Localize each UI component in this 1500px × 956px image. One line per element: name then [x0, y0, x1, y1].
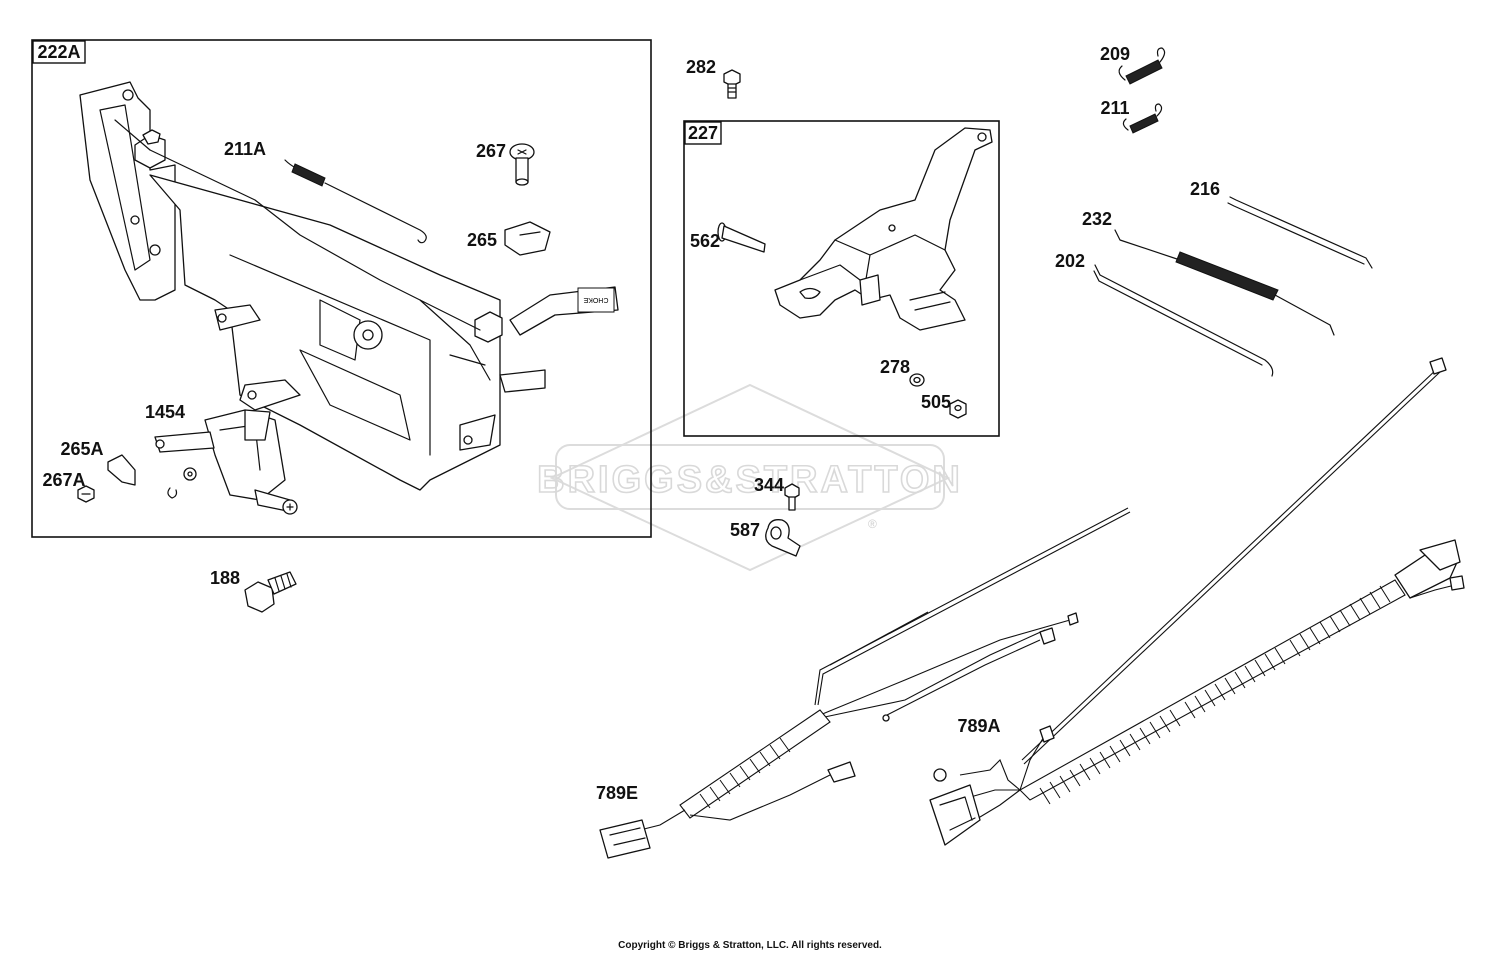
callout-232: 232: [1082, 209, 1112, 229]
callout-211: 211: [1100, 98, 1129, 118]
rod-part-232[interactable]: [1114, 229, 1335, 336]
rod-part-216[interactable]: [1227, 196, 1373, 269]
screw-part-267[interactable]: [509, 143, 535, 186]
callout-789A: 789A: [957, 716, 1000, 736]
callout-789E: 789E: [596, 783, 638, 803]
copyright-notice: Copyright © Briggs & Stratton, LLC. All …: [618, 940, 882, 951]
callout-587: 587: [730, 520, 760, 540]
callout-265: 265: [467, 230, 497, 250]
box-label-227: 227: [688, 123, 718, 143]
clip-part-265[interactable]: [504, 221, 551, 256]
callout-278: 278: [880, 357, 910, 377]
spring-part-211[interactable]: [1122, 103, 1163, 134]
switch-part-1454[interactable]: [154, 409, 298, 515]
washer-part-278[interactable]: [909, 373, 925, 387]
callout-267A: 267A: [42, 470, 85, 490]
callout-505: 505: [921, 392, 951, 412]
watermark-registered-mark: ®: [868, 517, 877, 531]
wiring-harness-part-789A[interactable]: [929, 357, 1465, 846]
box-label-222A: 222A: [37, 42, 80, 62]
callout-216: 216: [1190, 179, 1220, 199]
rod-part-202[interactable]: [1093, 264, 1274, 377]
pin-part-562[interactable]: [717, 222, 766, 253]
screw-part-267A[interactable]: [77, 485, 95, 503]
spring-part-209[interactable]: [1118, 47, 1166, 85]
callout-344: 344: [754, 475, 784, 495]
lever-bracket-part-227[interactable]: [774, 127, 993, 331]
assembly-box-227: 227: [683, 120, 1000, 437]
callout-265A: 265A: [60, 439, 103, 459]
callout-267: 267: [476, 141, 506, 161]
nut-part-505[interactable]: [949, 399, 967, 419]
bolt-part-344[interactable]: [784, 483, 800, 511]
watermark-text: BRIGGS&STRATTON: [537, 459, 963, 501]
clamp-part-587[interactable]: [765, 519, 801, 557]
callout-188: 188: [210, 568, 240, 588]
callout-209: 209: [1100, 44, 1130, 64]
choke-decal-text: CHOKE: [583, 296, 608, 303]
spring-part-211A[interactable]: [284, 159, 427, 244]
watermark: BRIGGS&STRATTON ®: [536, 383, 963, 572]
callout-211A: 211A: [224, 139, 266, 159]
control-bracket-part[interactable]: CHOKE: [79, 81, 619, 491]
callout-562: 562: [690, 231, 720, 251]
clip-part-265A[interactable]: [107, 454, 136, 486]
callout-282: 282: [686, 57, 716, 77]
callout-1454: 1454: [145, 402, 185, 422]
bolt-part-282[interactable]: [723, 69, 741, 99]
wiring-harness-part-789E[interactable]: [599, 507, 1131, 859]
bolt-part-188[interactable]: [244, 571, 297, 613]
assembly-box-222A: 222A: [31, 39, 652, 538]
callout-202: 202: [1055, 251, 1085, 271]
